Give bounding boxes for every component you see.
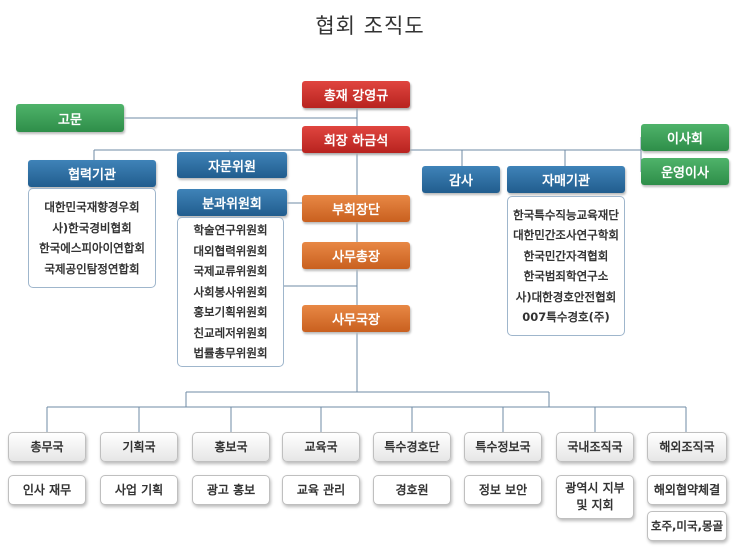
subcommittee-item: 법률총무위원회 xyxy=(193,346,268,361)
coop-list: 대한민국재향경우회 사)한국경비협회 한국에스피아이연합회 국제공인탐정연합회 xyxy=(28,188,156,288)
subcommittee-item: 국제교류위원회 xyxy=(193,264,268,279)
dept-duty: 인사 재무 xyxy=(8,475,86,505)
dept-name: 교육국 xyxy=(282,432,360,462)
sister-item: 한국범죄학연구소 xyxy=(523,269,609,283)
coop-item: 국제공인탐정연합회 xyxy=(44,261,140,276)
dept-name: 국내조직국 xyxy=(556,432,634,462)
subcommittee-item: 대외협력위원회 xyxy=(193,243,268,258)
subcommittee-item: 사회봉사위원회 xyxy=(193,284,268,299)
dept-duty: 광역시 지부 및 지회 xyxy=(556,475,634,519)
coop-item: 대한민국재향경우회 xyxy=(44,200,140,214)
advisor-box: 고문 xyxy=(16,104,124,132)
vice-chair-box: 부회장단 xyxy=(302,195,410,222)
subcommittee-item: 홍보기획위원회 xyxy=(193,305,268,320)
dept-duty: 정보 보안 xyxy=(464,475,542,505)
subcommittee-list: 학술연구위원회 대외협력위원회 국제교류위원회 사회봉사위원회 홍보기획위원회 … xyxy=(177,217,284,367)
subcommittee-item: 친교레저위원회 xyxy=(193,325,268,340)
coop-title-box: 협력기관 xyxy=(28,160,156,187)
chairman-box: 회장 하금석 xyxy=(302,126,410,153)
dept-name: 기획국 xyxy=(100,432,178,462)
sister-title-box: 자매기관 xyxy=(507,166,625,193)
dept-name: 특수경호단 xyxy=(373,432,451,462)
dept-duty: 광고 홍보 xyxy=(192,475,270,505)
dept-name: 총무국 xyxy=(8,432,86,462)
director-box: 사무국장 xyxy=(302,305,410,332)
coop-item: 사)한국경비협회 xyxy=(52,220,132,235)
dept-name: 홍보국 xyxy=(192,432,270,462)
secretary-general-box: 사무총장 xyxy=(302,242,410,269)
sister-item: 대한민간조사연구학회 xyxy=(513,228,619,242)
audit-box: 감사 xyxy=(422,166,500,193)
subcommittee-title-box: 분과위원회 xyxy=(177,189,287,216)
subcommittee-item: 학술연구위원회 xyxy=(193,223,268,238)
dept-duty: 경호원 xyxy=(373,475,451,505)
board-box: 이사회 xyxy=(641,124,729,151)
sister-item: 한국특수직능교육재단 xyxy=(513,207,619,222)
sister-list: 한국특수직능교육재단 대한민간조사연구학회 한국민간자격협회 한국범죄학연구소 … xyxy=(507,196,625,336)
sister-item: 사)대한경호안전협회 xyxy=(515,289,617,304)
dept-name: 특수정보국 xyxy=(464,432,542,462)
dept-duty: 해외협약체결 xyxy=(647,475,727,505)
president-box: 총재 강영규 xyxy=(302,81,410,108)
dept-duty: 교육 관리 xyxy=(282,475,360,505)
sister-item: 007특수경호(주) xyxy=(522,310,610,324)
dept-extra: 호주,미국,몽골 xyxy=(647,511,727,541)
page-title: 협회 조직도 xyxy=(315,14,425,38)
coop-item: 한국에스피아이연합회 xyxy=(39,241,145,255)
dept-duty: 사업 기획 xyxy=(100,475,178,505)
consult-box: 자문위원 xyxy=(177,152,287,178)
steering-box: 운영이사 xyxy=(641,158,729,185)
dept-name: 해외조직국 xyxy=(647,432,727,462)
sister-item: 한국민간자격협회 xyxy=(523,248,609,263)
